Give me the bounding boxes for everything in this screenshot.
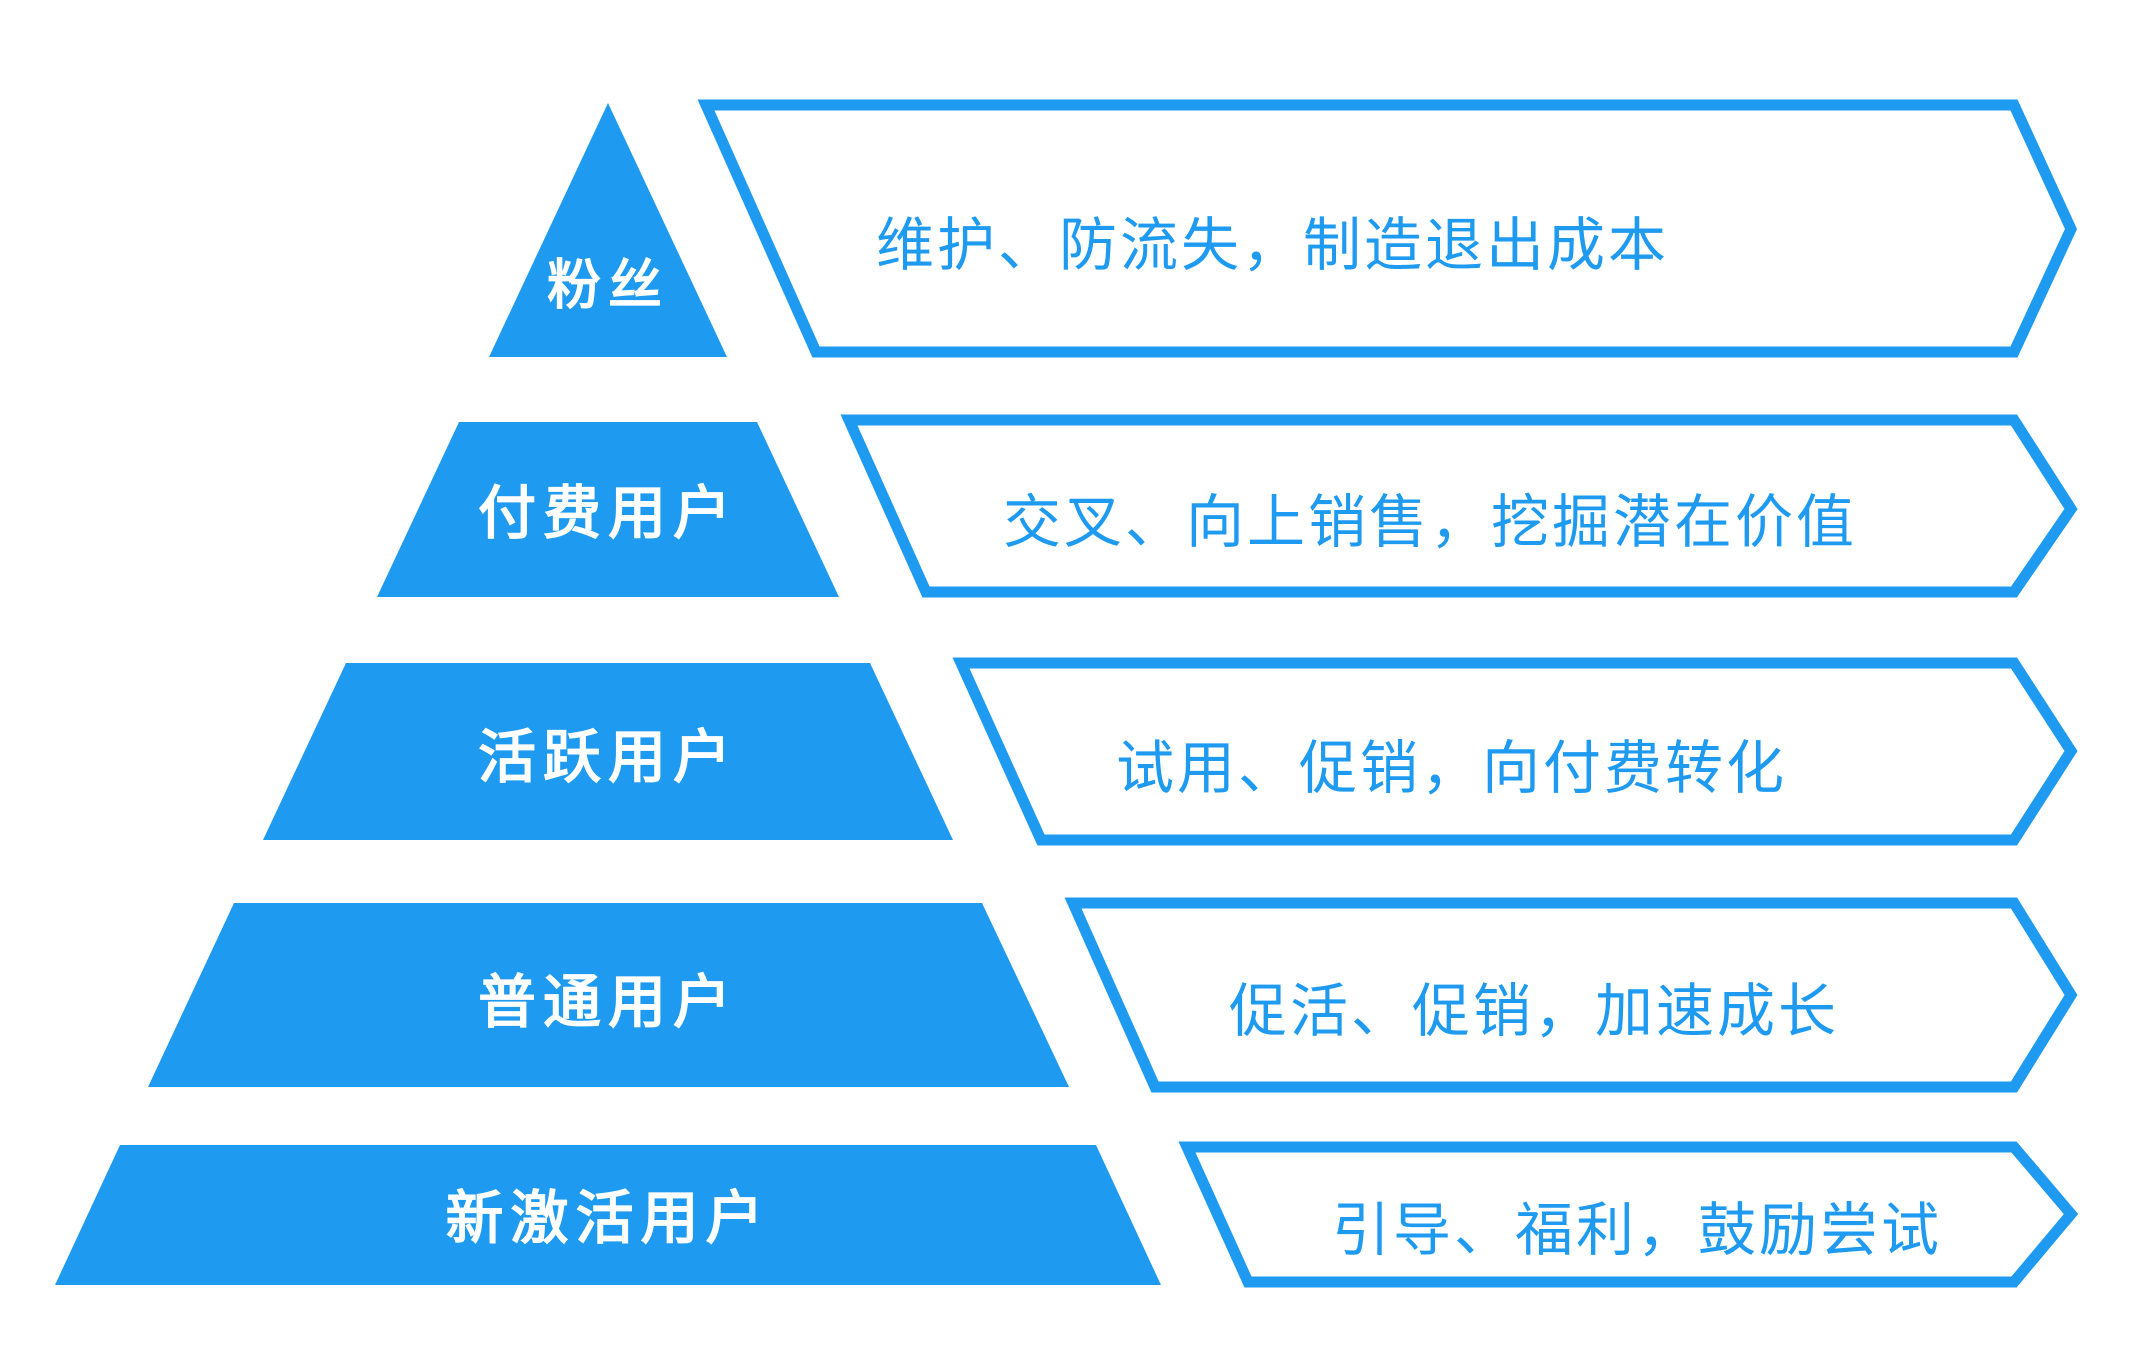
banner-text-fans: 维护、防流失，制造退出成本 (876, 211, 1669, 279)
banner-shape-active-users (952, 657, 2078, 846)
tier-label-active-users: 活跃用户 (478, 723, 738, 791)
tier-shape-fans (489, 103, 727, 357)
tier-label-new-activated-users: 新激活用户 (445, 1184, 770, 1252)
tier-label-fans: 粉丝 (547, 254, 669, 317)
banner-shape-new-activated-users (1178, 1141, 2079, 1288)
tier-shape-new-activated-users (55, 1145, 1161, 1285)
tier-shape-paying-users (377, 422, 839, 597)
banner-text-new-activated-users: 引导、福利，鼓励尝试 (1332, 1196, 1942, 1264)
tier-shape-regular-users (148, 903, 1069, 1087)
banner-text-regular-users: 促活、促销，加速成长 (1229, 977, 1839, 1045)
banner-text-paying-users: 交叉、向上销售，挖掘潜在价值 (1003, 488, 1857, 556)
tier-label-regular-users: 普通用户 (478, 968, 738, 1036)
tier-label-paying-users: 付费用户 (478, 479, 738, 547)
banner-shape-fans (697, 99, 2078, 358)
tier-shape-active-users (263, 663, 953, 840)
banner-shape-regular-users (1064, 897, 2078, 1093)
banner-shape-paying-users (840, 414, 2078, 598)
banner-text-active-users: 试用、促销，向付费转化 (1116, 734, 1787, 802)
